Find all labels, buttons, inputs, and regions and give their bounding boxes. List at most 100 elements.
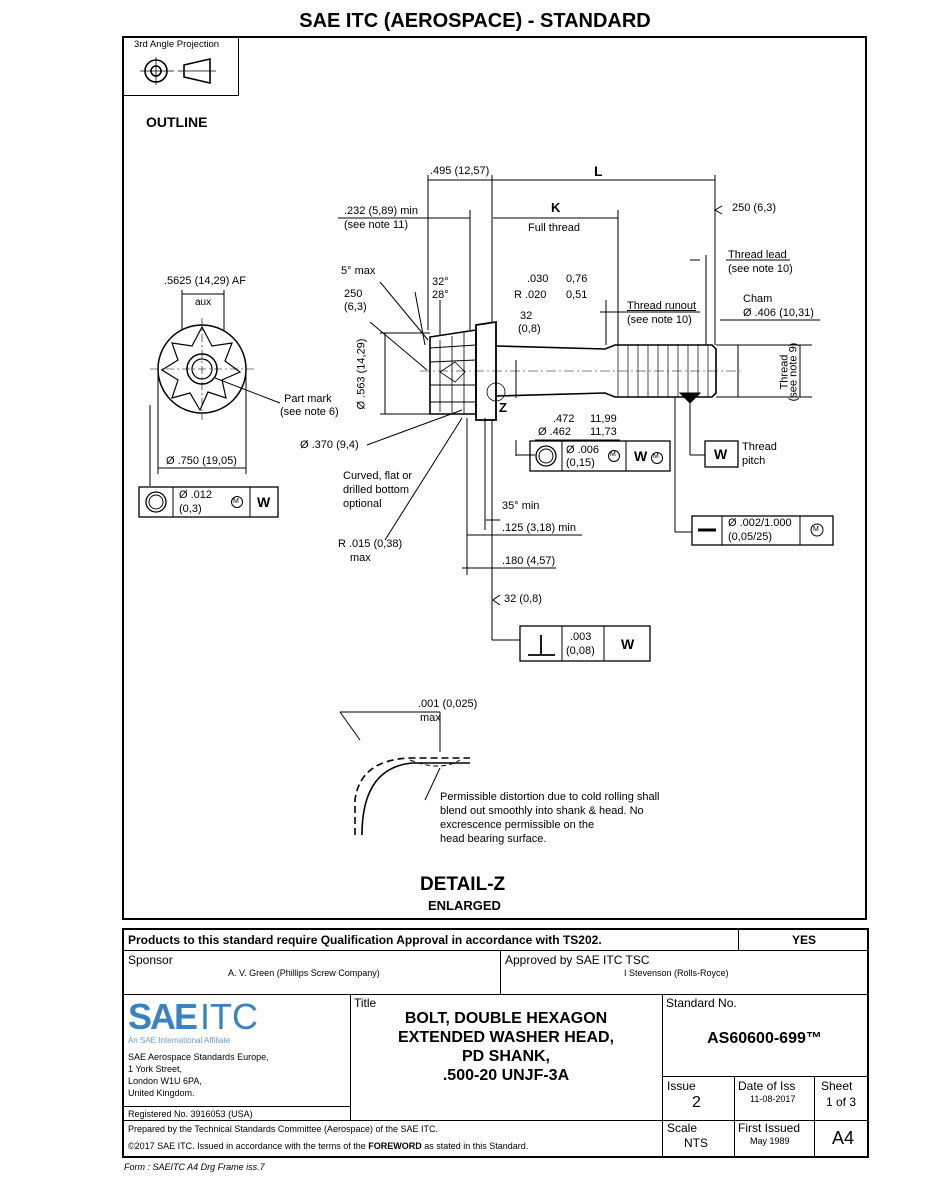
dim-32-08: 32 (0,8): [504, 593, 542, 605]
dim-curved3: optional: [343, 498, 382, 510]
dim-32: 32: [520, 310, 533, 322]
approved-label: Approved by SAE ITC TSC: [505, 953, 650, 967]
thread-pitch-datum: W: [714, 446, 728, 462]
dim-R015: R .015 (0,38): [338, 538, 403, 550]
title-line-4: .500-20 UNJF-3A: [442, 1067, 570, 1084]
title-label: Title: [354, 996, 377, 1010]
qualification-value: YES: [792, 933, 817, 947]
dim-full-thread: Full thread: [528, 222, 580, 234]
address-line-1: SAE Aerospace Standards Europe,: [128, 1052, 269, 1062]
fcf1-datum-modifier: M: [653, 453, 659, 460]
dim-aux: aux: [195, 297, 212, 308]
fcf3-modifier: M: [813, 526, 819, 533]
sae-logo: SAE: [128, 996, 198, 1037]
fcf4-value2: (0,08): [566, 645, 595, 657]
sheet-value: 1 of 3: [826, 1095, 857, 1109]
title-block: Products to this standard require Qualif…: [122, 928, 869, 1158]
third-angle-projection-icon: [140, 57, 216, 85]
approved-name: I Stevenson (Rolls-Royce): [624, 968, 729, 978]
scale-value: NTS: [684, 1136, 708, 1150]
dim-406: Ø .406 (10,31): [743, 307, 814, 319]
fcf2-value2: (0,3): [179, 503, 202, 515]
dim-K: K: [551, 200, 561, 215]
dim-001: .001 (0,025): [418, 698, 478, 710]
fcf1-datum: W: [634, 448, 648, 464]
standard-label: Standard No.: [666, 996, 737, 1010]
first-issued-value: May 1989: [750, 1136, 790, 1146]
projection-box: [122, 36, 239, 96]
fcf4-datum: W: [621, 636, 635, 652]
dim-note6: (see note 6): [280, 406, 339, 418]
dim-note11: (see note 11): [344, 219, 409, 231]
note-perm1: Permissible distortion due to cold rolli…: [440, 791, 660, 803]
fcf4-value: .003: [570, 631, 592, 643]
dim-563: Ø .563 (14,29): [355, 338, 368, 410]
dim-thread-pitch2: pitch: [742, 455, 766, 467]
dim-note9: (see note 9): [787, 342, 800, 402]
dim-thread-pitch1: Thread: [742, 441, 777, 453]
drawing-frame: [122, 36, 867, 920]
note-perm2: blend out smoothly into shank & head. No: [440, 805, 644, 817]
detail-subtitle: ENLARGED: [428, 898, 501, 913]
date-label: Date of Iss: [738, 1079, 796, 1093]
note-perm4: head bearing surface.: [440, 833, 547, 845]
dim-Z: Z: [499, 400, 507, 415]
sponsor-label: Sponsor: [128, 953, 173, 967]
dim-35min: 35° min: [502, 500, 540, 512]
address-line-3: London W1U 6PA,: [128, 1076, 202, 1086]
dim-180: .180 (4,57): [502, 555, 556, 567]
projection-label: 3rd Angle Projection: [134, 39, 220, 50]
dim-370: Ø .370 (9,4): [300, 439, 359, 451]
dim-curved2: drilled bottom: [343, 484, 410, 496]
fcf2-value: Ø .012: [179, 489, 213, 501]
dim-051: 0,51: [566, 289, 588, 301]
fcf3-value: Ø .002/1.000: [728, 517, 792, 529]
note-perm3: excrescence permissible on the: [440, 819, 595, 831]
dim-curved1: Curved, flat or: [343, 470, 413, 482]
fcf1-value2: (0,15): [566, 457, 595, 469]
first-issued-label: First Issued: [738, 1121, 801, 1135]
dim-max2: max: [420, 712, 441, 724]
head-side: [429, 329, 477, 415]
dim-1199: 11,99: [590, 413, 617, 425]
outline-label: OUTLINE: [146, 114, 208, 130]
dim-thread-lead: Thread lead: [728, 249, 787, 261]
issue-label: Issue: [667, 1079, 696, 1093]
dim-note10b: (see note 10): [627, 314, 692, 326]
dim-cham: Cham: [743, 293, 773, 305]
fcf2-datum: W: [257, 494, 271, 510]
logo-tagline: An SAE International Affiliate: [128, 1036, 231, 1045]
scale-label: Scale: [667, 1121, 698, 1135]
dim-232: .232 (5,89) min: [344, 205, 418, 217]
date-value: 11-08-2017: [750, 1094, 796, 1104]
dim-495: .495 (12,57): [430, 165, 490, 177]
dim-max: max: [350, 552, 371, 564]
fcf3-value2: (0,05/25): [728, 531, 773, 543]
dim-08: (0,8): [518, 323, 541, 335]
fcf1-value: Ø .006: [566, 444, 600, 456]
dim-750: Ø .750 (19,05): [166, 455, 237, 467]
dim-partmark: Part mark: [284, 393, 332, 405]
dim-L: L: [594, 163, 603, 179]
standard-number: AS60600-699™: [707, 1030, 822, 1047]
sheet-size: A4: [832, 1128, 855, 1148]
dim-note10a: (see note 10): [728, 263, 793, 275]
dim-28deg: 28°: [432, 289, 449, 301]
dim-462: Ø .462: [538, 426, 572, 438]
dim-runout: Thread runout: [627, 300, 697, 312]
detail-title: DETAIL-Z: [420, 874, 506, 895]
fcf1-modifier: M: [610, 451, 616, 458]
sponsor-name: A. V. Green (Phillips Screw Company): [228, 968, 380, 978]
double-hex-outline: [160, 325, 242, 412]
issue-value: 2: [692, 1094, 701, 1111]
technical-drawing: [138, 175, 834, 836]
fcf2-modifier: M: [233, 498, 239, 505]
address-line-4: United Kingdom.: [128, 1088, 195, 1098]
dim-5max: 5° max: [341, 265, 376, 277]
copyright-text: ©2017 SAE ITC. Issued in accordance with…: [128, 1141, 529, 1151]
title-line-3: PD SHANK,: [461, 1048, 550, 1065]
address-line-2: 1 York Street,: [128, 1064, 183, 1074]
qualification-text: Products to this standard require Qualif…: [128, 933, 602, 947]
form-footer: Form : SAEITC A4 Drg Frame iss.7: [124, 1162, 265, 1172]
title-line-2: EXTENDED WASHER HEAD,: [397, 1029, 615, 1046]
